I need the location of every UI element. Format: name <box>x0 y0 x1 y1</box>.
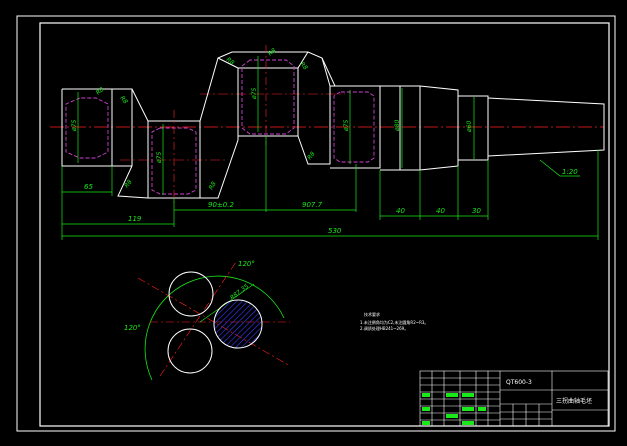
length-dimension-lines <box>61 136 599 240</box>
dim-pin1-diameter: ø75 <box>156 152 163 164</box>
crankshaft-outline <box>61 51 605 199</box>
notes-title: 技术要求 <box>364 311 380 317</box>
dim-chamfer-8: R8 <box>306 151 317 162</box>
dim-chamfer-5: R8 <box>225 56 236 67</box>
dim-center-diameter: ø75 <box>251 88 258 100</box>
title-block <box>419 370 609 427</box>
dim-chamfer-3: R8 <box>123 179 134 190</box>
crank-pin-upper <box>168 271 214 317</box>
dim-length-30: 30 <box>472 207 481 215</box>
dim-chamfer-1: R8 <box>95 86 106 97</box>
crank-pin-lower <box>167 328 213 374</box>
title-block-material: QT600-3 <box>506 379 532 386</box>
technical-notes: 技术要求 1.未注倒角均为C2,未注圆角R2~R3。 2.调质处理HB241~2… <box>360 311 428 331</box>
web-centerlines <box>173 45 267 205</box>
section-view: 120° 120° R87.35 <box>124 260 291 381</box>
dim-length-40b: 40 <box>436 207 445 215</box>
dimension-texts: ø75 ø75 ø75 ø75 ø80 ø60 R8 R8 R8 R8 R8 R… <box>71 47 578 235</box>
title-block-part-name: 三拐曲轴毛坯 <box>556 397 592 405</box>
notes-line-1: 1.未注倒角均为C2,未注圆角R2~R3。 <box>360 319 428 325</box>
dim-chamfer-2: R8 <box>118 95 129 106</box>
title-block-fills <box>422 393 486 425</box>
dim-taper-ratio: 1:20 <box>562 168 578 176</box>
dim-journal-diameter: ø80 <box>394 120 401 132</box>
section-radius: R87.35 <box>229 283 250 302</box>
dim-length-40a: 40 <box>396 207 405 215</box>
dim-length-907: 907.7 <box>302 201 323 209</box>
dim-length-total: 530 <box>328 227 342 235</box>
section-angle-top: 120° <box>238 260 255 268</box>
notes-line-2: 2.调质处理HB241~269。 <box>360 325 408 331</box>
dim-chamfer-4: R8 <box>208 180 218 191</box>
dim-chamfer-6: R8 <box>267 47 278 58</box>
dim-taper-diameter: ø60 <box>466 121 473 133</box>
section-arc <box>144 275 285 381</box>
dim-length-119: 119 <box>128 215 142 223</box>
dim-left-diameter: ø75 <box>71 120 78 132</box>
section-angle-left: 120° <box>124 324 141 332</box>
dim-length-65: 65 <box>84 183 93 191</box>
diameter-dimension-lines <box>77 56 475 195</box>
hidden-lines <box>65 59 375 195</box>
outer-border <box>16 15 616 432</box>
crank-pin-hatched <box>213 299 263 349</box>
inner-border <box>39 22 610 427</box>
dim-pin2-diameter: ø75 <box>343 120 350 132</box>
dim-chamfer-7: R8 <box>298 61 309 72</box>
dim-length-90: 90±0.2 <box>208 201 234 209</box>
